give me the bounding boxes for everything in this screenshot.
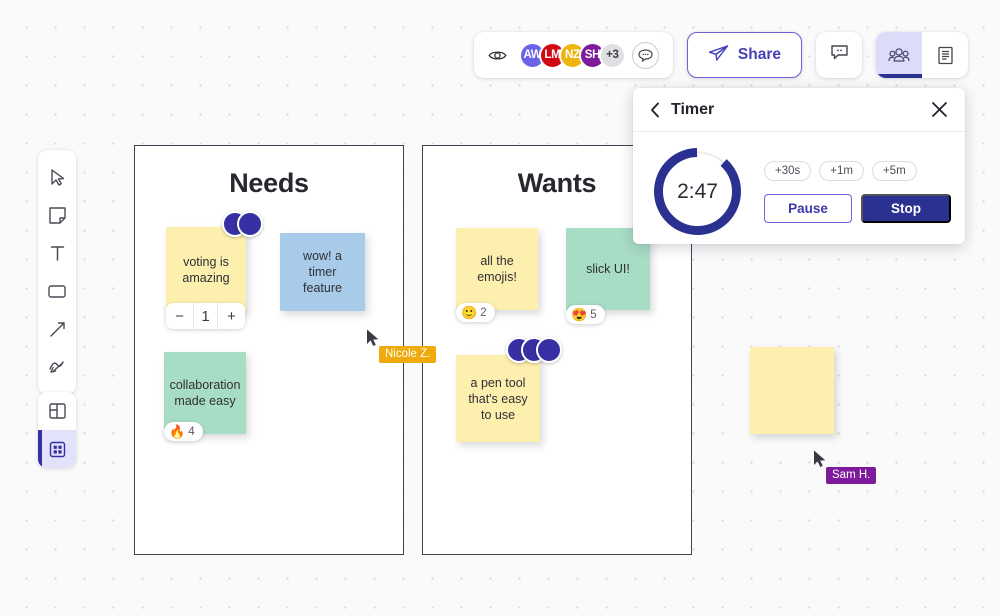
toolbar-extra: [38, 392, 76, 468]
timer-ring: 2:47: [651, 145, 744, 238]
frame-title: Wants: [517, 168, 597, 198]
top-bar: AW LM NZ SH +3: [473, 32, 968, 78]
share-button[interactable]: Share: [686, 32, 802, 78]
add-30s-button[interactable]: +30s: [764, 160, 812, 181]
pause-button[interactable]: Pause: [764, 193, 852, 223]
cursor-label: Nicole Z.: [379, 346, 437, 363]
sticky-note[interactable]: all the emojis!: [456, 228, 538, 310]
frame-needs[interactable]: Needs: [134, 145, 404, 555]
panel-toggle: [876, 32, 968, 78]
people-panel-tab[interactable]: [876, 32, 922, 78]
vote-decrement-button[interactable]: −: [175, 307, 184, 325]
vote-increment-button[interactable]: +: [227, 307, 236, 325]
comment-button[interactable]: [816, 32, 862, 78]
paper-plane-icon: [708, 44, 729, 67]
apps-tool[interactable]: [38, 430, 76, 468]
vote-count: 1: [193, 303, 218, 329]
timer-remaining: 2:47: [677, 179, 718, 203]
sticky-note[interactable]: wow! a timer feature: [280, 233, 365, 311]
timer-body: 2:47 +30s +1m +5m Pause Stop: [633, 132, 965, 238]
notes-panel-tab[interactable]: [922, 32, 968, 78]
sticky-note[interactable]: collaboration made easy: [164, 352, 246, 434]
sticky-note[interactable]: a pen tool that's easy to use: [456, 355, 540, 442]
templates-tool[interactable]: [38, 392, 76, 430]
arrow-tool[interactable]: [38, 310, 76, 348]
sticky-note-empty[interactable]: [750, 347, 834, 434]
smile-emoji: 🙂: [461, 305, 478, 320]
heart-eyes-reaction[interactable]: 😍 5: [566, 305, 605, 324]
vote-dot: [536, 337, 562, 363]
vote-dot: [237, 211, 263, 237]
smile-reaction[interactable]: 🙂 2: [456, 303, 495, 322]
comment-icon: [830, 44, 849, 66]
share-label: Share: [737, 46, 781, 63]
quick-add-row: +30s +1m +5m: [764, 160, 951, 181]
avatar-overflow[interactable]: +3: [598, 41, 626, 69]
text-tool[interactable]: [38, 234, 76, 272]
chevron-left-icon[interactable]: [650, 102, 660, 118]
timer-panel: Timer 2:47 +30s +1m +5m: [633, 88, 965, 244]
pen-tool[interactable]: [38, 348, 76, 386]
presence-pill: AW LM NZ SH +3: [473, 32, 673, 78]
cursor-tool[interactable]: [38, 158, 76, 196]
fire-emoji: 🔥: [169, 424, 186, 439]
stop-button[interactable]: Stop: [861, 193, 951, 223]
cursor-nicole: Nicole Z.: [366, 329, 437, 363]
vote-dots[interactable]: [222, 211, 263, 237]
heart-eyes-emoji: 😍: [571, 307, 588, 322]
cursor-label: Sam H.: [826, 467, 877, 484]
timer-controls: +30s +1m +5m Pause Stop: [744, 160, 951, 223]
eye-icon[interactable]: [488, 49, 507, 62]
add-1m-button[interactable]: +1m: [819, 160, 864, 181]
add-5m-button[interactable]: +5m: [871, 160, 917, 181]
reaction-count: 5: [590, 308, 597, 321]
vote-dots[interactable]: [506, 337, 562, 363]
reaction-count: 4: [188, 425, 195, 438]
vote-stepper[interactable]: − 1 +: [166, 303, 245, 329]
close-icon[interactable]: [931, 101, 948, 118]
frame-title: Needs: [229, 168, 309, 198]
sticky-note[interactable]: voting is amazing: [166, 227, 246, 312]
sticky-note-tool[interactable]: [38, 196, 76, 234]
reaction-count: 2: [480, 306, 487, 319]
comment-dots-icon[interactable]: [631, 41, 659, 69]
timer-title: Timer: [671, 100, 715, 118]
timer-header: Timer: [633, 88, 965, 132]
timer-button-row: Pause Stop: [764, 193, 951, 223]
toolbar-main: [38, 150, 76, 394]
fire-reaction[interactable]: 🔥 4: [164, 422, 203, 441]
shape-tool[interactable]: [38, 272, 76, 310]
avatar-stack: AW LM NZ SH +3: [518, 41, 626, 69]
cursor-sam: Sam H.: [813, 450, 877, 484]
